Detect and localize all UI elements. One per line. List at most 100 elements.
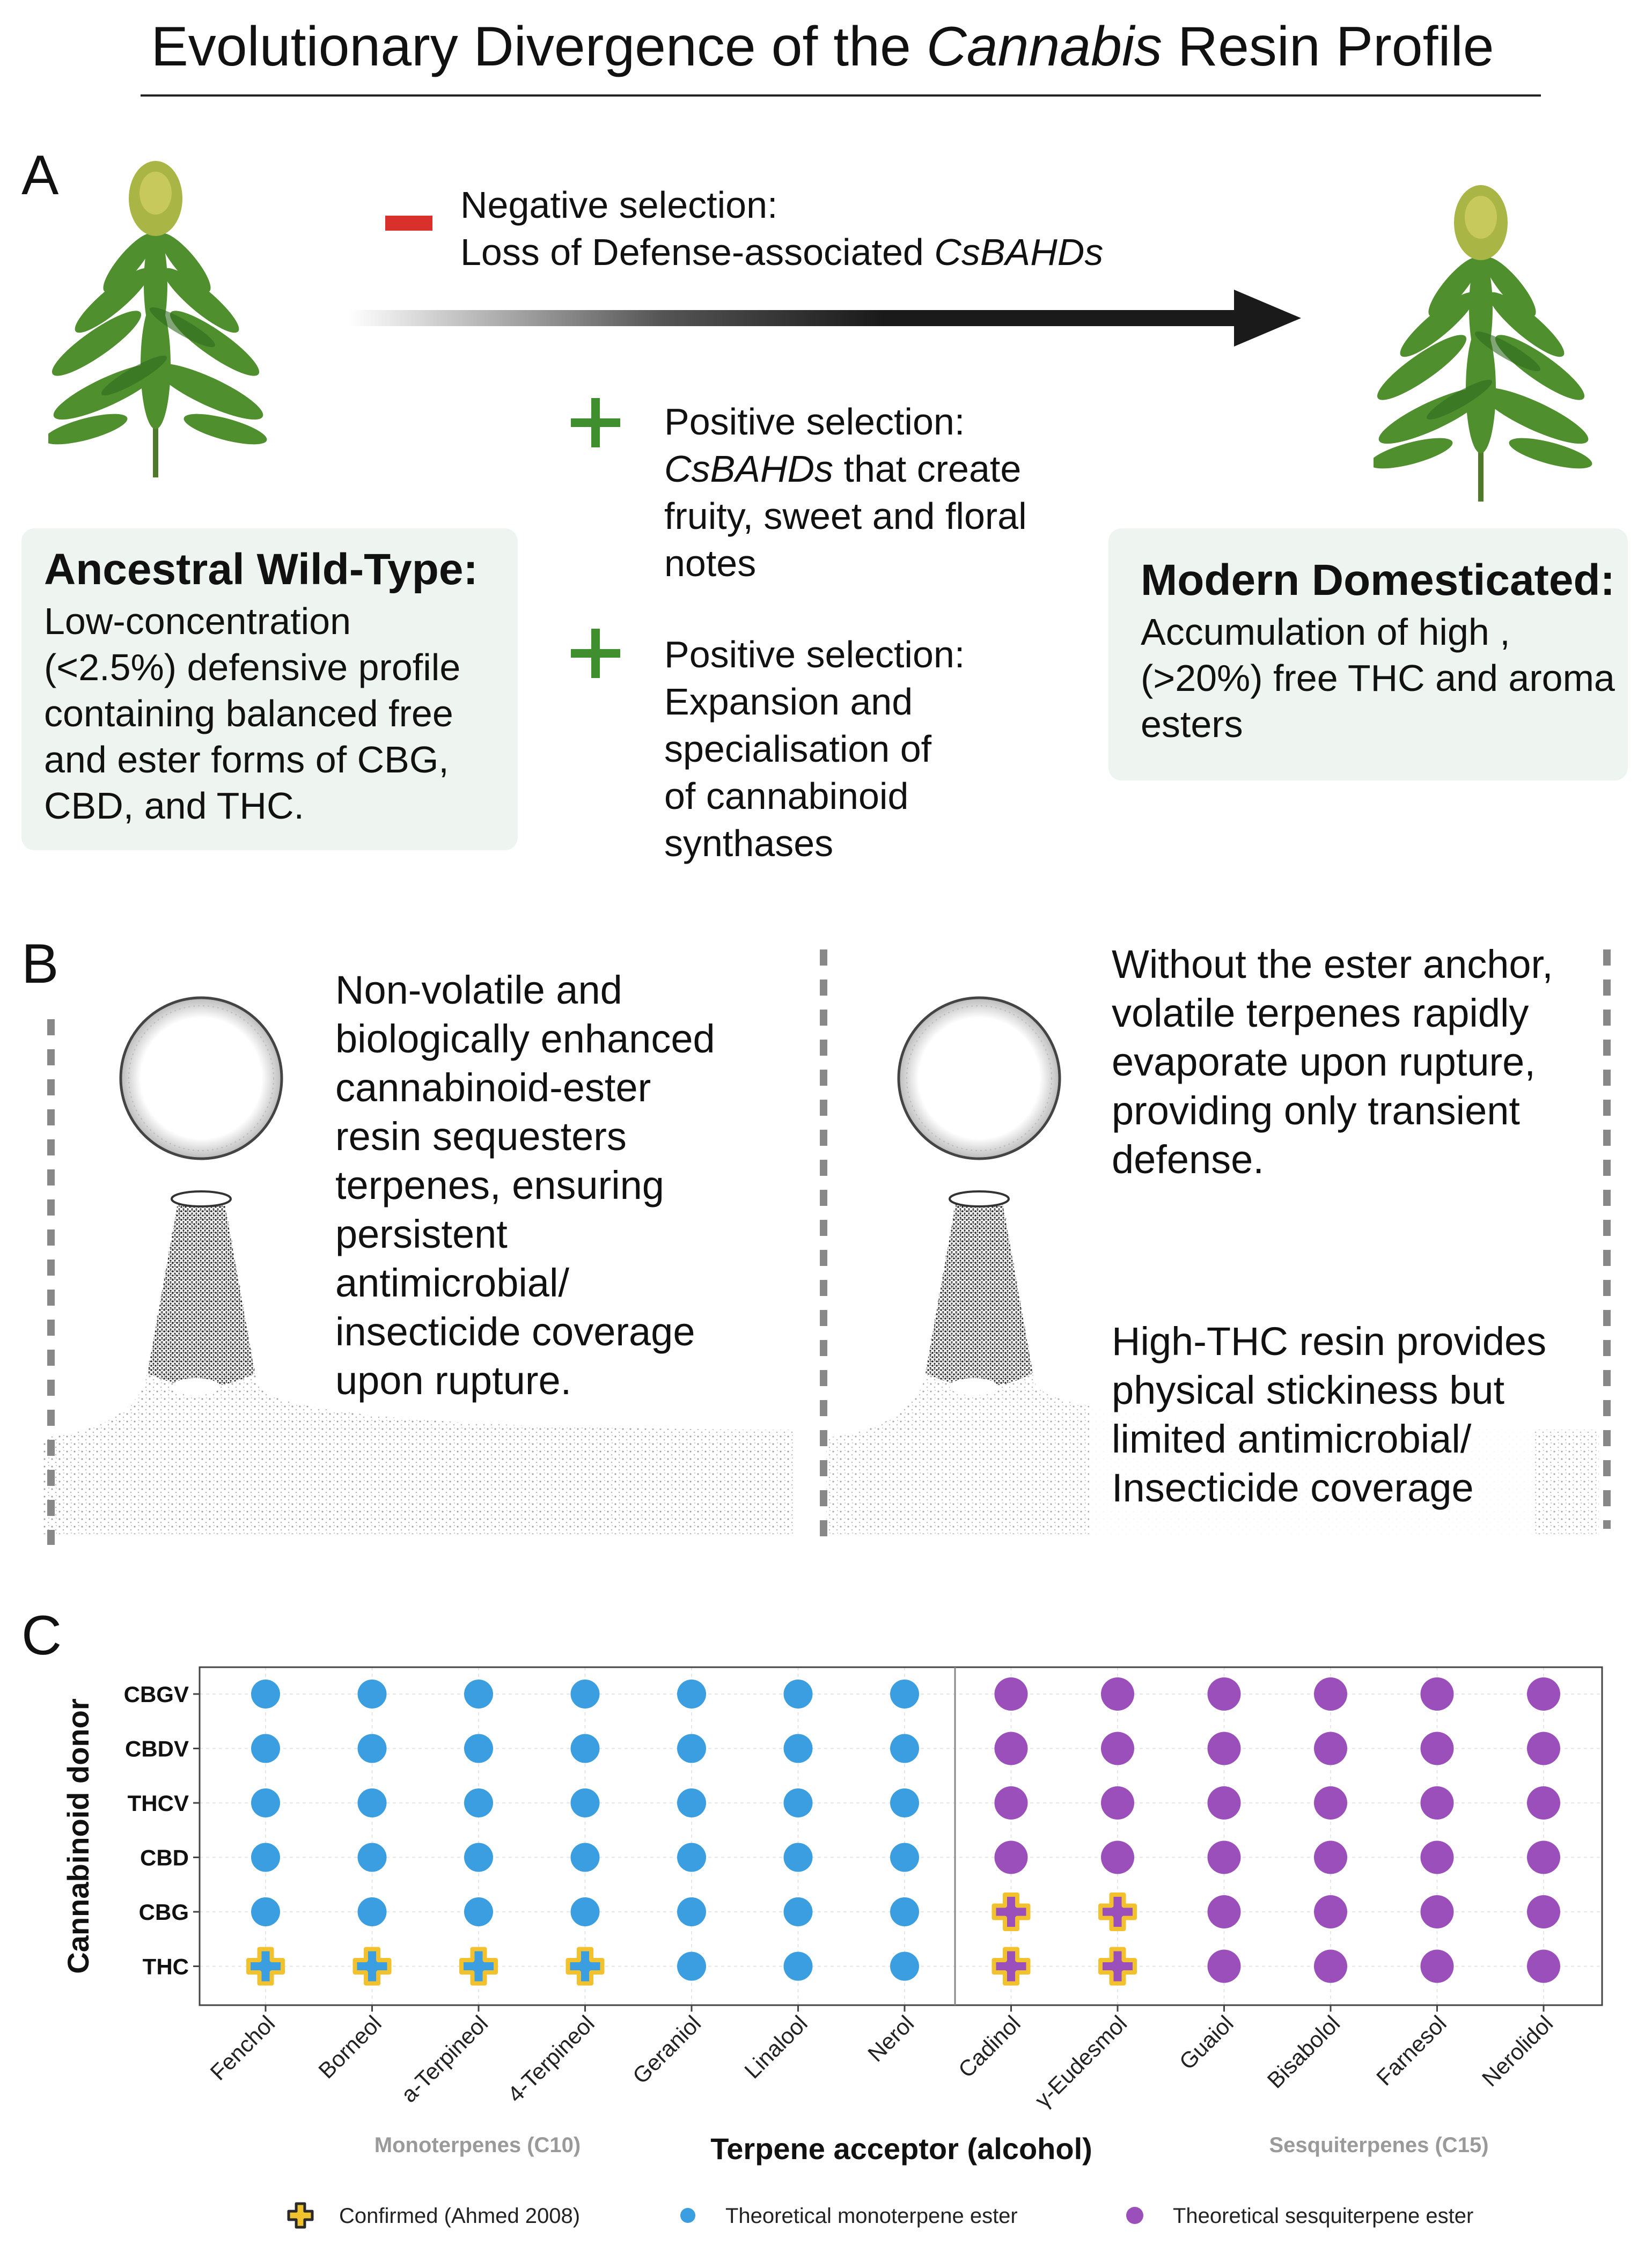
theoretical-sesquiterpene-ester-dot (1420, 1895, 1454, 1928)
ester-resin-description: Non-volatile and biologically enhanced c… (335, 968, 715, 1403)
theoretical-monoterpene-ester-dot (677, 1843, 706, 1872)
negative-selection-text: Negative selection: Loss of Defense-asso… (460, 184, 1104, 273)
panel-b-letter: B (21, 933, 59, 995)
theoretical-monoterpene-ester-dot (251, 1897, 280, 1926)
theoretical-monoterpene-ester-dot (783, 1897, 813, 1926)
theoretical-sesquiterpene-ester-dot (1527, 1840, 1560, 1874)
confirmed-ester-mark (246, 1947, 285, 1986)
trichome-left (43, 996, 794, 1534)
confirmed-ester-mark (992, 1947, 1031, 1986)
theoretical-sesquiterpene-ester-dot (1314, 1732, 1347, 1765)
x-tick-label: γ-Eudesmol (1030, 2011, 1132, 2112)
x-tick-label: Farnesol (1371, 2011, 1451, 2090)
chart-legend: Confirmed (Ahmed 2008) Theoretical monot… (287, 2202, 1473, 2229)
confirmed-ester-mark (1098, 1947, 1137, 1986)
theoretical-sesquiterpene-ester-dot (1314, 1895, 1347, 1928)
plus-icon (571, 398, 620, 447)
selection-arrow (349, 290, 1301, 347)
theoretical-sesquiterpene-ester-dot (994, 1732, 1028, 1765)
theoretical-monoterpene-ester-dot (783, 1734, 813, 1763)
theoretical-monoterpene-ester-dot (890, 1734, 919, 1763)
wild-cannabis-plant-icon (48, 161, 267, 477)
sesquiterpene-group-label: Sesquiterpenes (C15) (1269, 2133, 1488, 2157)
theoretical-sesquiterpene-ester-dot (1101, 1677, 1134, 1711)
theoretical-sesquiterpene-ester-dot (1101, 1786, 1134, 1820)
theoretical-sesquiterpene-ester-dot (1207, 1895, 1241, 1928)
theoretical-monoterpene-ester-dot (783, 1788, 813, 1817)
y-tick-label: CBG (139, 1899, 189, 1925)
theoretical-monoterpene-ester-dot (570, 1734, 600, 1763)
theoretical-sesquiterpene-ester-dot (1207, 1840, 1241, 1874)
theoretical-monoterpene-ester-dot (464, 1843, 493, 1872)
theoretical-sesquiterpene-ester-dot (1314, 1949, 1347, 1983)
theoretical-sesquiterpene-ester-dot (1101, 1840, 1134, 1874)
theoretical-sesquiterpene-ester-dot (1420, 1840, 1454, 1874)
theoretical-monoterpene-ester-dot (890, 1897, 919, 1926)
modern-description: Accumulation of high , (>20%) free THC a… (1141, 611, 1615, 745)
y-tick-label: CBDV (125, 1736, 189, 1762)
x-tick-label: Bisabolol (1262, 2011, 1345, 2093)
theoretical-sesquiterpene-ester-dot (1207, 1677, 1241, 1711)
theoretical-sesquiterpene-ester-dot (1314, 1786, 1347, 1820)
theoretical-monoterpene-ester-dot (357, 1897, 387, 1926)
theoretical-monoterpene-ester-dot (890, 1788, 919, 1817)
x-tick-label: Geraniol (628, 2011, 706, 2088)
volatile-terpene-description: Without the ester anchor, volatile terpe… (1112, 942, 1553, 1182)
monoterpene-group-label: Monoterpenes (C10) (374, 2133, 581, 2157)
y-tick-label: CBGV (124, 1682, 189, 1707)
y-axis-title: Cannabinoid donor (61, 1698, 95, 1974)
theoretical-sesquiterpene-ester-dot (994, 1786, 1028, 1820)
theoretical-monoterpene-ester-dot (570, 1680, 600, 1709)
theoretical-sesquiterpene-ester-dot (1527, 1895, 1560, 1928)
theoretical-monoterpene-ester-dot (357, 1843, 387, 1872)
theoretical-monoterpene-ester-dot (464, 1680, 493, 1709)
confirmed-ester-mark (992, 1893, 1031, 1931)
theoretical-monoterpene-ester-dot (890, 1843, 919, 1872)
x-tick-label: Nerol (863, 2011, 919, 2066)
confirmed-ester-mark (1098, 1893, 1137, 1931)
theoretical-monoterpene-ester-dot (357, 1788, 387, 1817)
text-backdrop (1089, 1317, 1534, 1553)
theoretical-monoterpene-ester-dot (677, 1952, 706, 1981)
theoretical-monoterpene-ester-dot (890, 1952, 919, 1981)
domesticated-cannabis-plant-icon (1374, 185, 1592, 502)
legend-confirmed-label: Confirmed (Ahmed 2008) (339, 2204, 580, 2228)
legend-mono-dot (680, 2208, 695, 2223)
theoretical-sesquiterpene-ester-dot (1527, 1677, 1560, 1711)
x-tick-label: Guaiol (1174, 2011, 1238, 2074)
ancestral-description: Low-concentration (<2.5%) defensive prof… (44, 600, 461, 827)
theoretical-monoterpene-ester-dot (677, 1897, 706, 1926)
positive-selection-aroma-text: Positive selection: CsBAHDs that create … (664, 401, 1027, 584)
theoretical-sesquiterpene-ester-dot (994, 1840, 1028, 1874)
theoretical-sesquiterpene-ester-dot (1527, 1949, 1560, 1983)
theoretical-monoterpene-ester-dot (357, 1734, 387, 1763)
legend-sesqui-dot (1126, 2207, 1143, 2224)
theoretical-monoterpene-ester-dot (783, 1843, 813, 1872)
theoretical-monoterpene-ester-dot (251, 1680, 280, 1709)
theoretical-sesquiterpene-ester-dot (1314, 1677, 1347, 1711)
theoretical-sesquiterpene-ester-dot (1527, 1786, 1560, 1820)
theoretical-monoterpene-ester-dot (890, 1680, 919, 1709)
ancestral-title: Ancestral Wild-Type: (44, 545, 478, 594)
theoretical-sesquiterpene-ester-dot (1207, 1732, 1241, 1765)
title-divider (141, 94, 1541, 97)
confirmed-plus-icon (287, 2202, 314, 2229)
theoretical-monoterpene-ester-dot (251, 1788, 280, 1817)
theoretical-sesquiterpene-ester-dot (1207, 1786, 1241, 1820)
ancestral-wild-type-box: Ancestral Wild-Type: Low-concentration (… (21, 528, 518, 850)
plot-frame (199, 1666, 1603, 2006)
theoretical-monoterpene-ester-dot (570, 1843, 600, 1872)
y-tick-label: CBD (140, 1845, 189, 1871)
y-tick-label: THCV (128, 1791, 189, 1816)
modern-domesticated-box: Modern Domesticated: Accumulation of hig… (1108, 528, 1628, 780)
legend-sesqui-label: Theoretical sesquiterpene ester (1173, 2204, 1473, 2228)
theoretical-monoterpene-ester-dot (357, 1680, 387, 1709)
confirmed-ester-mark (566, 1947, 605, 1986)
legend-mono-label: Theoretical monoterpene ester (725, 2204, 1018, 2228)
x-axis-title: Terpene acceptor (alcohol) (710, 2132, 1092, 2166)
x-tick-label: Cadinol (953, 2011, 1025, 2082)
confirmed-ester-mark (459, 1947, 498, 1986)
plus-icon (571, 629, 620, 678)
theoretical-monoterpene-ester-dot (464, 1734, 493, 1763)
